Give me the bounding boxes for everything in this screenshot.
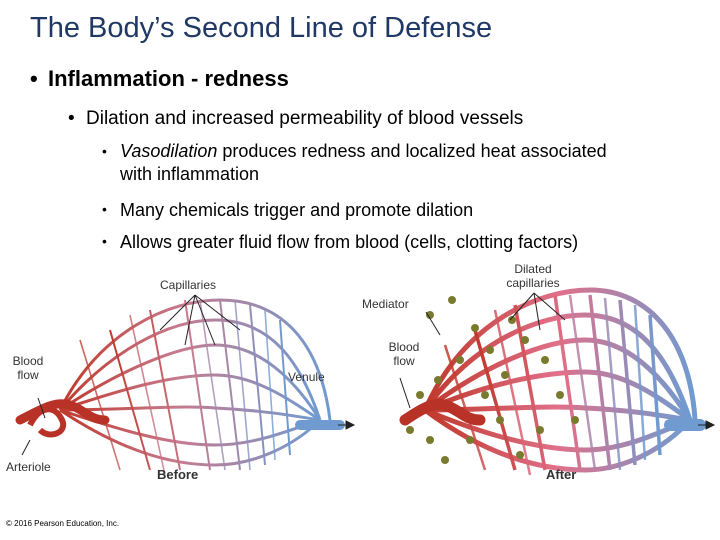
after-arrows [399, 292, 716, 430]
before-label: Before [157, 467, 199, 482]
bullet-level-3-fluid-flow: • Allows greater fluid flow from blood (c… [102, 230, 578, 254]
bullet-dot: • [30, 66, 38, 91]
mediator-label: Mediator [362, 297, 409, 311]
bullet-level-1: • Inflammation - redness [30, 66, 289, 92]
blood-flow-right-label: Blood flow [388, 340, 420, 368]
bullet-level-3-chemicals: • Many chemicals trigger and promote dila… [102, 198, 473, 222]
bullet-text: Many chemicals trigger and promote dilat… [120, 200, 474, 220]
slide-title: The Body’s Second Line of Defense [30, 12, 493, 44]
before-arrows [21, 294, 356, 456]
blood-flow-left-label: Blood flow [12, 354, 44, 382]
bullet-dot: • [102, 143, 107, 159]
after-capillary-network [399, 287, 706, 476]
bullet-text: produces redness and localized heat asso… [120, 141, 607, 184]
bullet-text: Inflammation - redness [48, 66, 289, 91]
bullet-level-2: • Dilation and increased permeability of … [68, 108, 523, 130]
mediator-molecules [406, 296, 579, 464]
bullet-text: Dilation and increased permeability of b… [86, 108, 524, 129]
bullet-dot: • [68, 108, 75, 129]
bullet-text: Allows greater fluid flow from blood (ce… [120, 232, 579, 252]
before-capillary-network [15, 298, 345, 476]
after-label: After [546, 467, 577, 482]
dilated-capillaries-label: Dilated capillaries [506, 262, 560, 290]
bullet-level-3-vasodilation: • Vasodilation produces redness and local… [102, 140, 640, 186]
venule-label: Venule [288, 370, 325, 384]
vasodilation-term: Vasodilation [120, 141, 218, 161]
bullet-dot: • [102, 233, 107, 249]
arteriole-label: Arteriole [6, 460, 51, 474]
bullet-dot: • [102, 201, 107, 217]
capillaries-label: Capillaries [160, 278, 217, 292]
copyright-notice: © 2016 Pearson Education, Inc. [6, 519, 120, 528]
